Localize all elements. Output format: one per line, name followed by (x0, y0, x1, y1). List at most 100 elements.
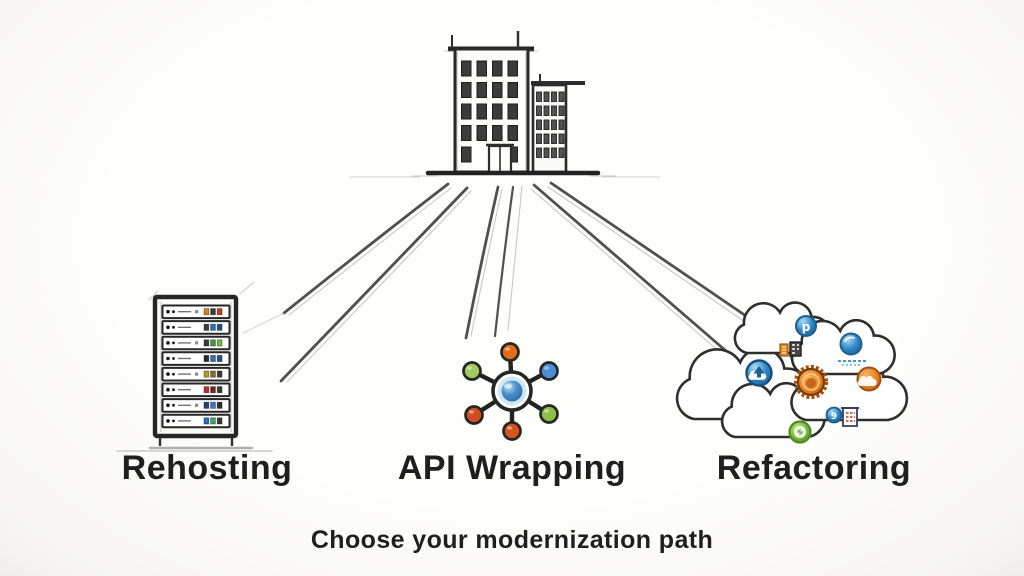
server-unit (161, 335, 231, 351)
led-indicator (210, 401, 216, 409)
server-unit (161, 382, 231, 398)
api-hub-icon (462, 342, 559, 441)
window (461, 103, 472, 120)
api-hub-center-sphere (501, 380, 523, 402)
window (476, 60, 487, 77)
led-indicator (210, 370, 216, 378)
svg-text:9: 9 (831, 412, 837, 422)
window (507, 60, 518, 77)
window (551, 133, 557, 144)
cloud-sphere-icon (856, 366, 882, 392)
api-node (462, 361, 482, 381)
window (543, 119, 550, 130)
window (551, 91, 557, 102)
window (492, 82, 503, 98)
server-rack-icon (116, 281, 273, 452)
leaf-badge-icon (788, 420, 812, 444)
window (558, 105, 565, 116)
window (536, 147, 542, 158)
window (476, 82, 487, 98)
window (476, 125, 487, 141)
window (492, 125, 503, 141)
window (536, 119, 542, 130)
server-unit (161, 366, 231, 382)
led-indicator (216, 308, 223, 316)
window (476, 103, 487, 120)
led-indicator (216, 370, 223, 378)
label-rehosting: Rehosting (121, 449, 293, 487)
sync-sphere-icon (839, 332, 863, 356)
pin-badge-icon: p (795, 315, 817, 337)
window (558, 147, 565, 158)
led-indicator (210, 355, 216, 362)
led-indicator (203, 355, 210, 362)
label-refactoring: Refactoring (716, 449, 912, 487)
led-indicator (203, 323, 210, 331)
led-indicator (210, 323, 216, 331)
window (507, 125, 518, 141)
building-door (486, 143, 514, 174)
window (543, 105, 550, 116)
window (558, 91, 565, 102)
api-node (502, 421, 522, 441)
led-indicator (203, 339, 210, 347)
window (461, 146, 472, 163)
api-node (539, 361, 559, 381)
led-indicator (216, 386, 223, 394)
api-node (500, 342, 520, 362)
window (536, 105, 542, 116)
server-unit (161, 398, 231, 413)
window (536, 91, 542, 102)
legacy-building-icon (349, 31, 661, 178)
svg-text:p: p (802, 320, 811, 334)
led-indicator (210, 308, 216, 316)
refactor-core-icon (793, 364, 829, 400)
window (492, 103, 503, 120)
server-unit (161, 351, 231, 366)
mini-buildings-icon (779, 341, 802, 357)
window (507, 103, 518, 120)
building-windows (461, 60, 565, 163)
window (551, 119, 557, 130)
window (461, 125, 472, 141)
window (492, 60, 503, 77)
led-indicator (210, 339, 216, 347)
database-badge-icon: 9 (825, 406, 843, 424)
led-indicator (203, 386, 210, 394)
caption: Choose your modernization path (310, 526, 714, 554)
server-rack-units (161, 304, 231, 429)
window (461, 60, 472, 77)
window (543, 91, 550, 102)
led-indicator (216, 339, 223, 347)
api-hub-nodes (462, 342, 559, 441)
led-indicator (203, 417, 210, 425)
mini-server-icon (841, 407, 859, 427)
led-indicator (216, 355, 223, 362)
server-unit (161, 320, 231, 335)
window (461, 82, 472, 98)
window (551, 147, 557, 158)
led-indicator (216, 323, 223, 331)
led-indicator (210, 386, 216, 394)
window (551, 105, 557, 116)
led-indicator (203, 401, 210, 409)
window (558, 119, 565, 130)
led-indicator (203, 370, 210, 378)
led-indicator (216, 401, 223, 409)
window (536, 133, 542, 144)
server-unit (161, 304, 231, 320)
cloud-network-icon: p 9 (677, 300, 907, 444)
window (558, 133, 565, 144)
led-indicator (210, 417, 216, 425)
cloud-upload-icon (745, 359, 773, 387)
label-api-wrapping: API Wrapping (397, 449, 627, 487)
window (543, 147, 550, 158)
window (507, 82, 518, 98)
led-indicator (203, 308, 210, 316)
led-indicator (216, 417, 223, 425)
window (543, 133, 550, 144)
connection-lines (242, 181, 751, 383)
api-node (464, 405, 484, 425)
